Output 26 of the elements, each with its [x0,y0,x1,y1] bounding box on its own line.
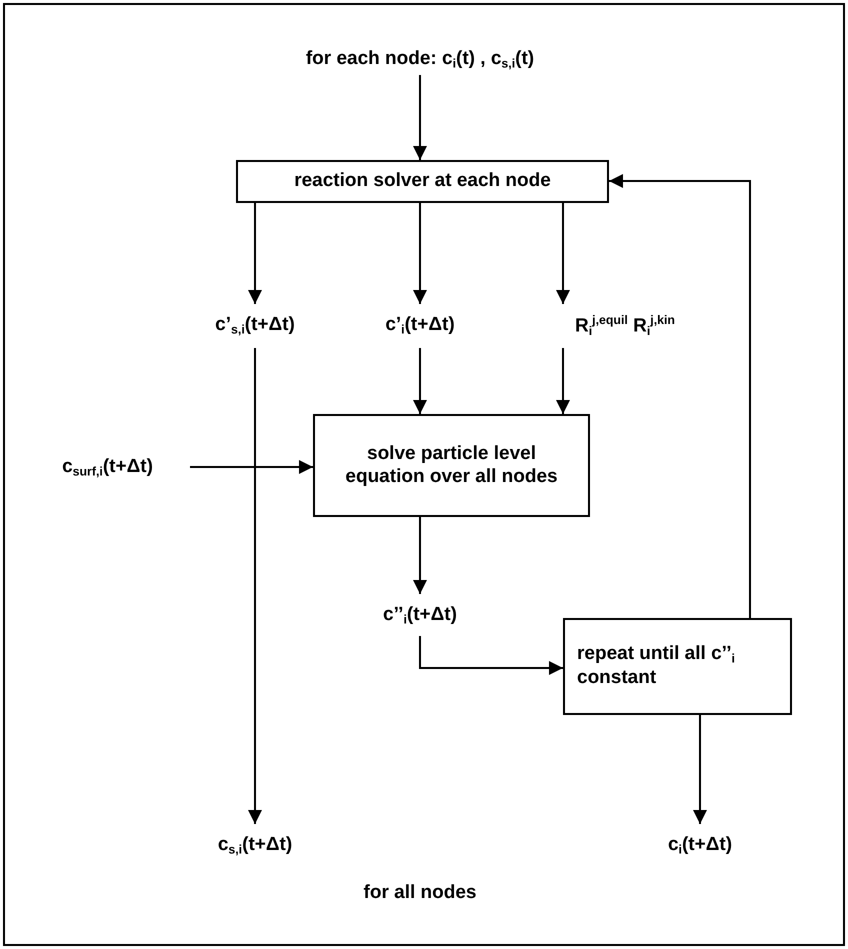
variable-label: c$_{i}$(t+Δt) [668,834,732,858]
process-box [313,414,590,517]
variable-label: c’’$_{i}$(t+Δt) [383,604,457,628]
arrow [693,715,707,824]
arrow [413,348,427,414]
arrow [413,517,427,594]
variable-label: c$_{surf,i}$(t+Δt) [62,456,153,480]
variable-label: for each node: c$_{i}$(t) , c$_{s,i}$(t) [306,48,534,72]
arrow [556,348,570,414]
arrow [413,203,427,304]
box-text: solve particle level equation over all nodes [344,442,559,488]
variable-label: c$_{s,i}$(t+Δt) [218,834,292,858]
box-text: repeat until all c’’$_{i}$ constant [577,643,736,690]
variable-label: c’$_{i}$(t+Δt) [385,314,455,338]
arrow [248,203,262,304]
arrow [609,174,751,618]
process-box [563,618,792,715]
box-text: reaction solver at each node [294,170,551,193]
arrow [556,203,570,304]
arrow [190,460,313,474]
process-box [236,160,609,203]
note-text: for all nodes [364,882,476,904]
arrow [419,636,563,675]
arrow [248,348,262,824]
arrow [413,75,427,160]
variable-label: c’$_{s,i}$(t+Δt) [215,314,295,338]
